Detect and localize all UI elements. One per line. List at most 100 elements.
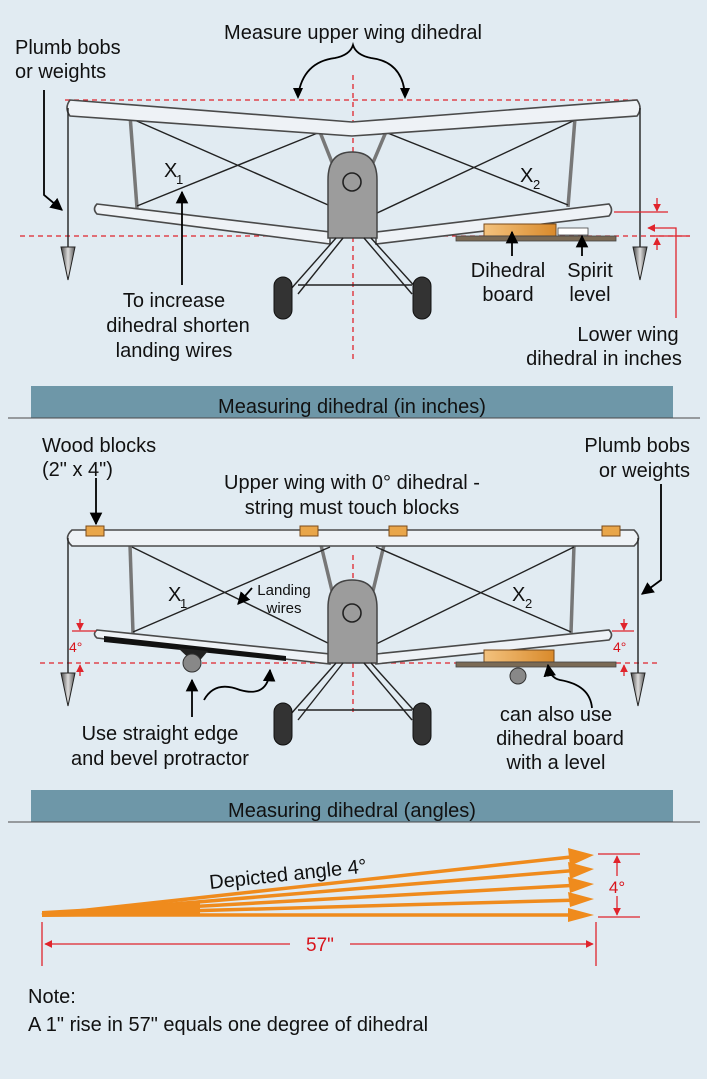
mid-right-flying-wire <box>367 546 575 649</box>
top-gear-strut <box>370 237 419 291</box>
mid-canalso-label: with a level <box>506 752 606 774</box>
top-right-wheel <box>412 276 432 320</box>
mid-right-plumb-bob <box>630 672 646 707</box>
top-spirit-level <box>455 235 617 242</box>
top-plumb-label: or weights <box>15 61 106 83</box>
top-right-landing-wire <box>379 129 569 206</box>
bottom-diagram: Depicted angle 4° 4° 57" Note: A 1" rise… <box>28 848 640 1036</box>
top-gear-strut <box>289 237 337 291</box>
mid-cabane-strut <box>319 544 335 596</box>
mid-x1-label: X <box>168 584 181 606</box>
angle-arrowhead <box>568 908 594 922</box>
banner-inches-label: Measuring dihedral (in inches) <box>218 396 486 418</box>
mid-left-wheel <box>273 702 293 746</box>
mid-right-landing-wire <box>375 546 572 633</box>
mid-canalso-label: can also use <box>500 704 612 726</box>
top-lower-wing-label: dihedral in inches <box>526 348 682 370</box>
middle-diagram: Wood blocks (2" x 4") Plumb bobs or weig… <box>40 435 690 774</box>
mid-propeller-hub <box>342 603 362 623</box>
top-left-plumb-bob <box>60 246 76 281</box>
mid-right-strut <box>569 544 576 634</box>
length-label: 57" <box>306 935 334 956</box>
top-left-strut <box>128 114 139 209</box>
top-x1-subscript: 1 <box>176 172 183 187</box>
angle-ray <box>41 854 581 917</box>
top-left-wheel <box>273 276 293 320</box>
angle-arrowhead <box>568 862 594 879</box>
mid-level-knob <box>509 667 527 685</box>
mid-wood-label: (2" x 4") <box>42 459 113 481</box>
banner-inches <box>31 386 673 418</box>
mid-left-flying-wire <box>131 546 339 649</box>
mid-wood-block <box>388 525 408 537</box>
top-x2-label: X <box>520 165 533 187</box>
top-x1-label: X <box>164 160 177 182</box>
mid-gear-strut <box>363 662 413 721</box>
mid-landing-label: wires <box>265 600 301 617</box>
mid-dihedral-board <box>483 649 555 663</box>
mid-plumb-label: Plumb bobs <box>584 435 690 457</box>
mid-lower-wing-left <box>93 629 331 665</box>
top-brace-arrow <box>293 88 303 99</box>
top-board-label: board <box>482 284 533 306</box>
top-level-vial <box>557 227 589 236</box>
mid-left-landing-wire <box>132 546 331 633</box>
top-plumb-label: Plumb bobs <box>15 37 121 59</box>
top-upper-wing <box>66 99 641 137</box>
mid-cabane-strut <box>370 544 386 596</box>
mid-wood-block <box>601 525 621 537</box>
angle-arrowhead <box>568 892 594 907</box>
mid-wood-label: Wood blocks <box>42 435 156 457</box>
top-propeller-hub <box>342 172 362 192</box>
mid-wood-block <box>85 525 105 537</box>
mid-landing-leader <box>237 587 253 605</box>
rise-angle-label: 4° <box>609 878 625 897</box>
mid-upper-label: Upper wing with 0° dihedral - <box>224 472 480 494</box>
mid-protractor-knob <box>182 653 202 673</box>
top-right-strut <box>566 117 577 208</box>
mid-upper-label: string must touch blocks <box>245 497 460 519</box>
top-increase-label: dihedral shorten <box>106 315 249 337</box>
mid-landing-label: Landing <box>257 582 310 599</box>
mid-x1-subscript: 1 <box>180 596 187 611</box>
note-text: A 1" rise in 57" equals one degree of di… <box>28 1014 428 1036</box>
top-lower-wing-leader <box>647 224 677 318</box>
mid-straight-edge <box>104 636 286 661</box>
top-board-label: Dihedral <box>471 260 545 282</box>
mid-canalso-leader <box>543 663 593 709</box>
mid-canalso-label: dihedral board <box>496 728 624 750</box>
mid-x2-subscript: 2 <box>525 596 532 611</box>
mid-level <box>455 661 617 668</box>
top-increase-label: landing wires <box>116 340 233 362</box>
top-title: Measure upper wing dihedral <box>224 22 482 44</box>
top-lower-wing-left <box>93 203 331 245</box>
top-left-flying-wire <box>129 117 336 209</box>
top-plumb-leader <box>43 90 63 211</box>
top-level-label: Spirit <box>567 260 613 282</box>
mid-straight-label: and bevel protractor <box>71 748 249 770</box>
top-left-landing-wire <box>136 127 331 207</box>
mid-left-strut <box>128 544 135 634</box>
top-dihedral-board <box>483 223 557 237</box>
angle-fan-base <box>42 902 200 917</box>
mid-right-wheel <box>412 702 432 746</box>
mid-plumb-leader <box>640 484 662 595</box>
top-fuselage <box>327 151 378 239</box>
note-title: Note: <box>28 986 76 1008</box>
top-x2-subscript: 2 <box>533 177 540 192</box>
mid-gear-strut <box>297 662 344 721</box>
mid-straight-label: Use straight edge <box>82 723 239 745</box>
mid-straight-leader <box>203 668 276 701</box>
top-diagram: Measure upper wing dihedral Plumb bobs o… <box>15 22 690 370</box>
mid-lower-wing-right <box>375 629 613 665</box>
top-title-brace <box>297 41 406 97</box>
mid-upper-wing <box>66 529 640 547</box>
angle-arrowhead <box>568 877 594 893</box>
top-level-label: level <box>569 284 610 306</box>
mid-plumb-label: or weights <box>599 460 690 482</box>
top-right-flying-wire <box>374 119 576 215</box>
angle-arrowhead <box>568 848 594 866</box>
top-brace-arrow <box>400 88 410 99</box>
